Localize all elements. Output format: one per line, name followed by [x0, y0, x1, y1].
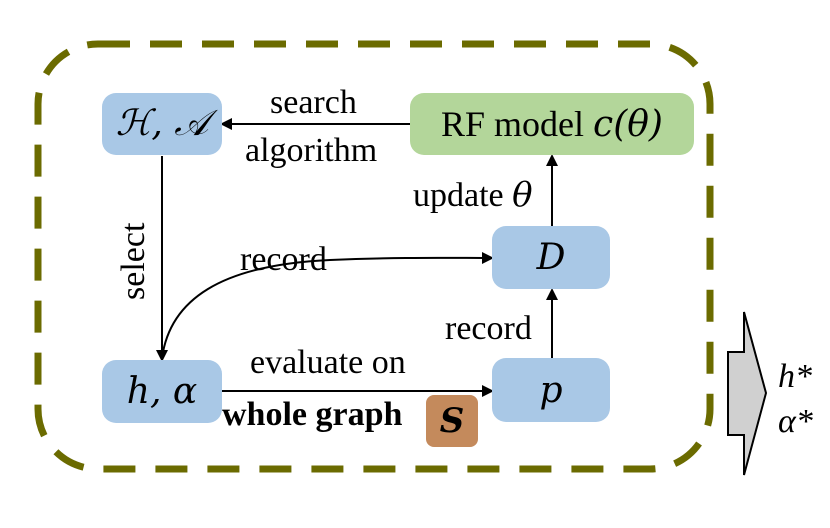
- rf-model-math: c(θ): [593, 103, 663, 145]
- output-arrow: [727, 311, 768, 476]
- record-vertical-label: record: [445, 310, 532, 347]
- record-curve-label: record: [240, 241, 327, 278]
- evaluate-label: evaluate on: [250, 344, 406, 381]
- update-text: update: [413, 177, 504, 214]
- dashed-boundary: [34, 40, 714, 473]
- alpha-star-label: α*: [778, 403, 813, 440]
- search-label: search: [270, 84, 357, 121]
- update-theta: θ: [512, 175, 533, 215]
- whole-graph-label: whole graph: [222, 396, 403, 433]
- s-symbol-box: S: [426, 395, 478, 447]
- config-node: h, α: [102, 360, 222, 423]
- rf-model-label: RF model: [441, 104, 585, 144]
- rf-model-node: RF model c(θ): [410, 93, 694, 155]
- hypothesis-space-node: ℋ, 𝒜: [102, 93, 222, 155]
- dataset-node: D: [492, 226, 610, 289]
- performance-node: p: [492, 358, 610, 422]
- record-curve-arrow: [161, 251, 494, 359]
- update-label: update θ: [413, 178, 533, 213]
- select-label: select: [115, 222, 152, 300]
- h-star-label: h*: [778, 358, 812, 395]
- algorithm-label: algorithm: [245, 132, 378, 169]
